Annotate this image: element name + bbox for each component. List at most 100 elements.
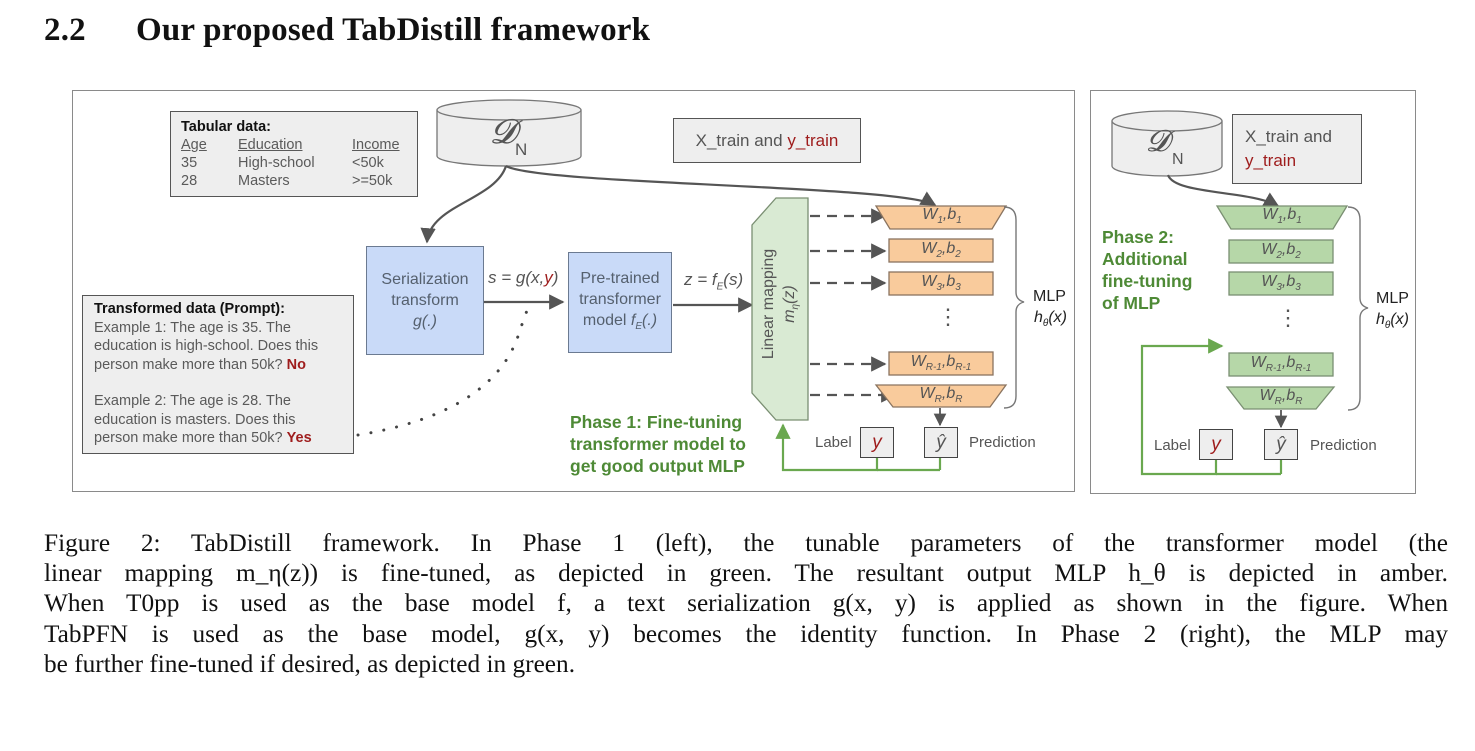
ws: 3 (936, 282, 942, 294)
f-symbol: f (630, 311, 636, 329)
prompt-line: education is masters. Does this (94, 411, 296, 428)
p2-layer-label: WR,bR (1259, 387, 1303, 408)
answer-yes: Yes (286, 430, 312, 446)
phase1-title-line: Phase 1: Fine-tuning (570, 412, 743, 432)
cell: 35 (181, 155, 198, 171)
w: W (919, 385, 935, 402)
layer-label: WR,bR (919, 385, 963, 406)
linear-mapping-line2: mη(z) (779, 224, 806, 384)
p2-layer-3 (1228, 271, 1334, 296)
cell: 28 (181, 173, 198, 189)
ws: R-1 (925, 362, 942, 374)
caption-line: Figure 2: TabDistill framework. In Phase… (44, 529, 1448, 557)
dataset-sub-phase2: N (1172, 151, 1184, 168)
bs: 3 (1295, 282, 1301, 294)
layer-r (874, 384, 1008, 408)
section-title: Our proposed TabDistill framework (136, 12, 651, 48)
b: b (1286, 241, 1296, 258)
z-prefix: z = f (684, 270, 717, 289)
m-sub: η (790, 303, 802, 310)
tabular-row: 28 Masters >=50k (181, 172, 407, 190)
prediction-box-phase2: ŷ (1264, 429, 1298, 460)
phase2-title-line: fine-tuning (1102, 271, 1193, 291)
h-suffix: (x) (1390, 311, 1409, 328)
pretrained-line1: Pre-trained (580, 269, 660, 287)
w: W (1250, 354, 1266, 371)
tabular-data-box: Tabular data: Age Education Income 35 Hi… (170, 111, 418, 197)
prediction-text-phase1: Prediction (969, 434, 1036, 451)
dotted-link-prompt (356, 300, 532, 437)
bs: 1 (1296, 215, 1302, 227)
serialization-box: Serialization transform g(.) (366, 246, 484, 355)
ellipsis: ⋮ (937, 304, 959, 329)
figure-caption: Figure 2: TabDistill framework. In Phase… (44, 528, 1448, 679)
m-suffix: (z) (781, 285, 798, 304)
phase1-title-line: transformer model to (570, 434, 746, 454)
h-sub: θ (1042, 318, 1049, 330)
bs: R (955, 394, 963, 406)
layer-label: W2,b2 (921, 240, 961, 261)
b: b (1287, 206, 1297, 223)
feedback-arrow-phase2 (1140, 338, 1224, 476)
pretrained-transformer-box: Pre-trained transformer model fE(.) (568, 252, 672, 353)
layer-2 (888, 238, 994, 263)
ytrain-text: y_train (787, 130, 839, 150)
b: b (1286, 273, 1296, 290)
layer-3 (888, 271, 994, 296)
mlp-label-phase2: MLP (1376, 290, 1409, 307)
w: W (1259, 387, 1275, 404)
serialization-line1: Serialization (381, 271, 469, 288)
mlp-func-phase2: hθ(x) (1376, 311, 1409, 331)
tabular-header-row: Age Education Income (181, 136, 407, 154)
s-label: s = g(x,y) (488, 268, 558, 288)
b: b (946, 353, 956, 370)
b: b (946, 273, 956, 290)
prompt-line: education is high-school. Does this (94, 338, 319, 354)
linear-mapping-label: Linear mapping mη(z) (758, 224, 802, 384)
phase1-title: Phase 1: Fine-tuning transformer model t… (570, 411, 746, 477)
layer-1 (874, 205, 1008, 230)
cell: <50k (352, 155, 384, 171)
col-education: Education (238, 137, 303, 153)
arrow-dataset-to-mlp (505, 165, 937, 206)
w: W (921, 273, 937, 290)
ws: R (1274, 396, 1282, 408)
bs: 3 (955, 282, 961, 294)
p2-layer-label: W3,b3 (1261, 273, 1301, 294)
s-label-prefix: s = g(x, (488, 268, 545, 287)
col-income: Income (352, 137, 400, 153)
prompt-line: person make more than 50k? (94, 356, 283, 373)
s-label-y: y (544, 268, 553, 287)
linear-mapping-block (751, 197, 809, 421)
bs: 1 (956, 215, 962, 227)
label-text-phase1: Label (815, 434, 852, 451)
f-suffix: (.) (642, 311, 658, 329)
diagram-canvas (356, 99, 1369, 476)
dataset-cylinder-phase2 (1111, 110, 1223, 177)
z-suffix: (s) (723, 270, 744, 289)
p2-layer-label: W1,b1 (1262, 206, 1302, 227)
w: W (1261, 241, 1277, 258)
h: h (1034, 309, 1043, 326)
dataset-sub-phase1: N (515, 140, 528, 159)
ws: 1 (1277, 215, 1283, 227)
xtrain-box-phase2: X_train and y_train (1232, 114, 1362, 184)
label-y-box-phase1: y (860, 427, 894, 458)
ws: 2 (1276, 250, 1282, 262)
p2-layer-label: WR-1,bR-1 (1250, 354, 1312, 375)
brace-mlp-phase1 (1003, 206, 1025, 409)
w: W (921, 240, 937, 257)
serialization-line3: g(.) (413, 313, 437, 330)
b: b (947, 206, 957, 223)
bs: 2 (1295, 250, 1301, 262)
ws: R-1 (1265, 363, 1282, 375)
p2-layer-label: W2,b2 (1261, 241, 1301, 262)
arrow-dataset-to-mlp-phase2 (1166, 174, 1280, 207)
caption-line: linear mapping m_η(z)) is fine-tuned, as… (44, 559, 1448, 588)
z-sub: E (716, 281, 724, 293)
dashed-arrows (810, 208, 897, 403)
xtrain-text: X_train and (695, 130, 788, 150)
pretrained-line3-prefix: model (582, 311, 631, 329)
dataset-label-phase2: 𝓓 (1146, 124, 1170, 159)
cell: >=50k (352, 173, 393, 189)
